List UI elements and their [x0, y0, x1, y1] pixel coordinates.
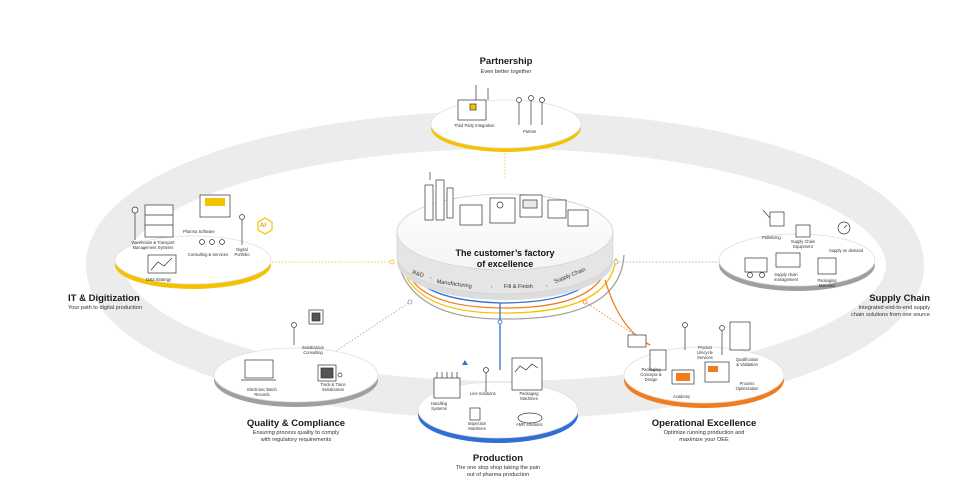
it-platform: [114, 194, 273, 289]
supply-item-management-2: management: [774, 277, 798, 282]
opex-item-plm-2: Lifecycle: [697, 350, 713, 355]
production-item-handling-1: Handling: [430, 401, 448, 406]
production-subtitle-2: out of pharma production: [466, 472, 530, 478]
center-platform: [396, 193, 614, 300]
opex-item-packaging-3: Design: [644, 377, 658, 382]
it-item-data-strategy: Data Strategy: [146, 277, 172, 282]
it-item-wms-2: Management Systems: [132, 245, 174, 250]
supply-subtitle-1: Integrated end-to-end supply: [858, 305, 930, 311]
center-title: The customer’s factory of excellence: [445, 248, 565, 269]
connector-nodes: [389, 259, 619, 325]
it-item-consulting: Consulting & Services: [188, 252, 229, 257]
it-title: IT & Digitization: [68, 293, 140, 304]
center-title-line-1: The customer’s factory: [455, 248, 555, 258]
quality-item-track-trace-1: Track & Trace: [320, 382, 346, 387]
supply-item-packaging-1: Packaging: [817, 278, 837, 283]
opex-item-qualification-2: & Validation: [736, 362, 758, 367]
supply-platform: [718, 209, 876, 291]
supply-subtitle-2: chain solutions from one source: [851, 312, 930, 318]
opex-item-academy: Academy: [673, 394, 691, 399]
supply-item-management-1: Supply chain: [774, 272, 798, 277]
it-item-pharma-software: Pharma Software: [183, 229, 215, 234]
production-title: Production: [472, 453, 524, 464]
supply-item-equipment-1: Supply Chain: [790, 239, 816, 244]
partnership-title: Partnership: [479, 56, 533, 67]
production-item-handling-2: Systems: [431, 406, 447, 411]
quality-item-track-trace-2: Serialization: [321, 387, 345, 392]
it-item-portfolio: Portfolio: [234, 252, 250, 257]
supply-item-palletizing: Palletizing: [762, 235, 781, 240]
quality-item-ebr-2: Records: [254, 392, 270, 397]
production-item-amr: AMR solutions: [516, 422, 543, 427]
opex-subtitle-1: Optimize running production and: [663, 430, 745, 436]
production-item-inspection-1: Inspection: [467, 421, 487, 426]
production-item-line-solutions: Line Solutions: [470, 391, 496, 396]
partnership-item-partner: Partner: [523, 129, 537, 134]
it-subtitle: Your path to digital production: [68, 305, 142, 311]
quality-platform: [213, 309, 379, 407]
production-item-packaging-2: Machines: [520, 396, 538, 401]
step-fill-finish: Fill & Finish: [504, 284, 533, 290]
opex-platform: [623, 321, 785, 408]
opex-item-process-1: Process: [739, 381, 755, 386]
supply-title: Supply Chain: [869, 293, 930, 304]
supply-item-on-demand: Supply on demand: [829, 248, 864, 253]
step-arrow-2: ›: [491, 284, 493, 289]
it-item-wms-1: Warehouse & Transport: [131, 240, 175, 245]
quality-subtitle-2: with regulatory requirements: [260, 437, 332, 443]
production-item-inspection-2: Machines: [468, 426, 486, 431]
quality-title: Quality & Compliance: [246, 418, 346, 429]
factory-illustration: [424, 172, 589, 227]
step-arrow-3: ›: [546, 283, 548, 288]
opex-item-packaging-1: Packaging: [641, 367, 661, 372]
quality-item-serialization-consulting-1: Serialization: [301, 345, 325, 350]
ai-badge: AI: [260, 223, 266, 229]
opex-item-packaging-2: Concepts &: [640, 372, 662, 377]
opex-item-qualification-1: Qualification: [735, 357, 759, 362]
production-platform: [417, 357, 579, 443]
quality-subtitle-1: Ensuring process quality to comply: [252, 430, 340, 436]
opex-title: Operational Excellence: [651, 418, 757, 429]
opex-subtitle-2: maximize your OEE: [679, 437, 729, 443]
supply-item-equipment-2: Equipment: [793, 244, 813, 249]
production-subtitle-1: The one stop shop taking the pain: [455, 465, 541, 471]
opex-item-plm-3: Services: [697, 355, 713, 360]
step-arrow-1: ›: [430, 275, 432, 280]
opex-item-process-2: Optimization: [735, 386, 759, 391]
it-item-digital: Digital: [236, 247, 248, 252]
supply-item-packaging-2: Materials: [818, 283, 836, 288]
production-item-packaging-1: Packaging: [519, 391, 539, 396]
partnership-platform: [430, 85, 582, 152]
opex-item-plm-1: Product: [697, 345, 713, 350]
center-title-line-2: of excellence: [476, 258, 534, 269]
partnership-item-third-party: Third Party Integration: [454, 123, 495, 128]
quality-item-serialization-consulting-2: Consulting: [303, 350, 323, 355]
partnership-subtitle: Even better together: [480, 69, 532, 75]
quality-item-ebr-1: Electronic Batch: [247, 387, 277, 392]
